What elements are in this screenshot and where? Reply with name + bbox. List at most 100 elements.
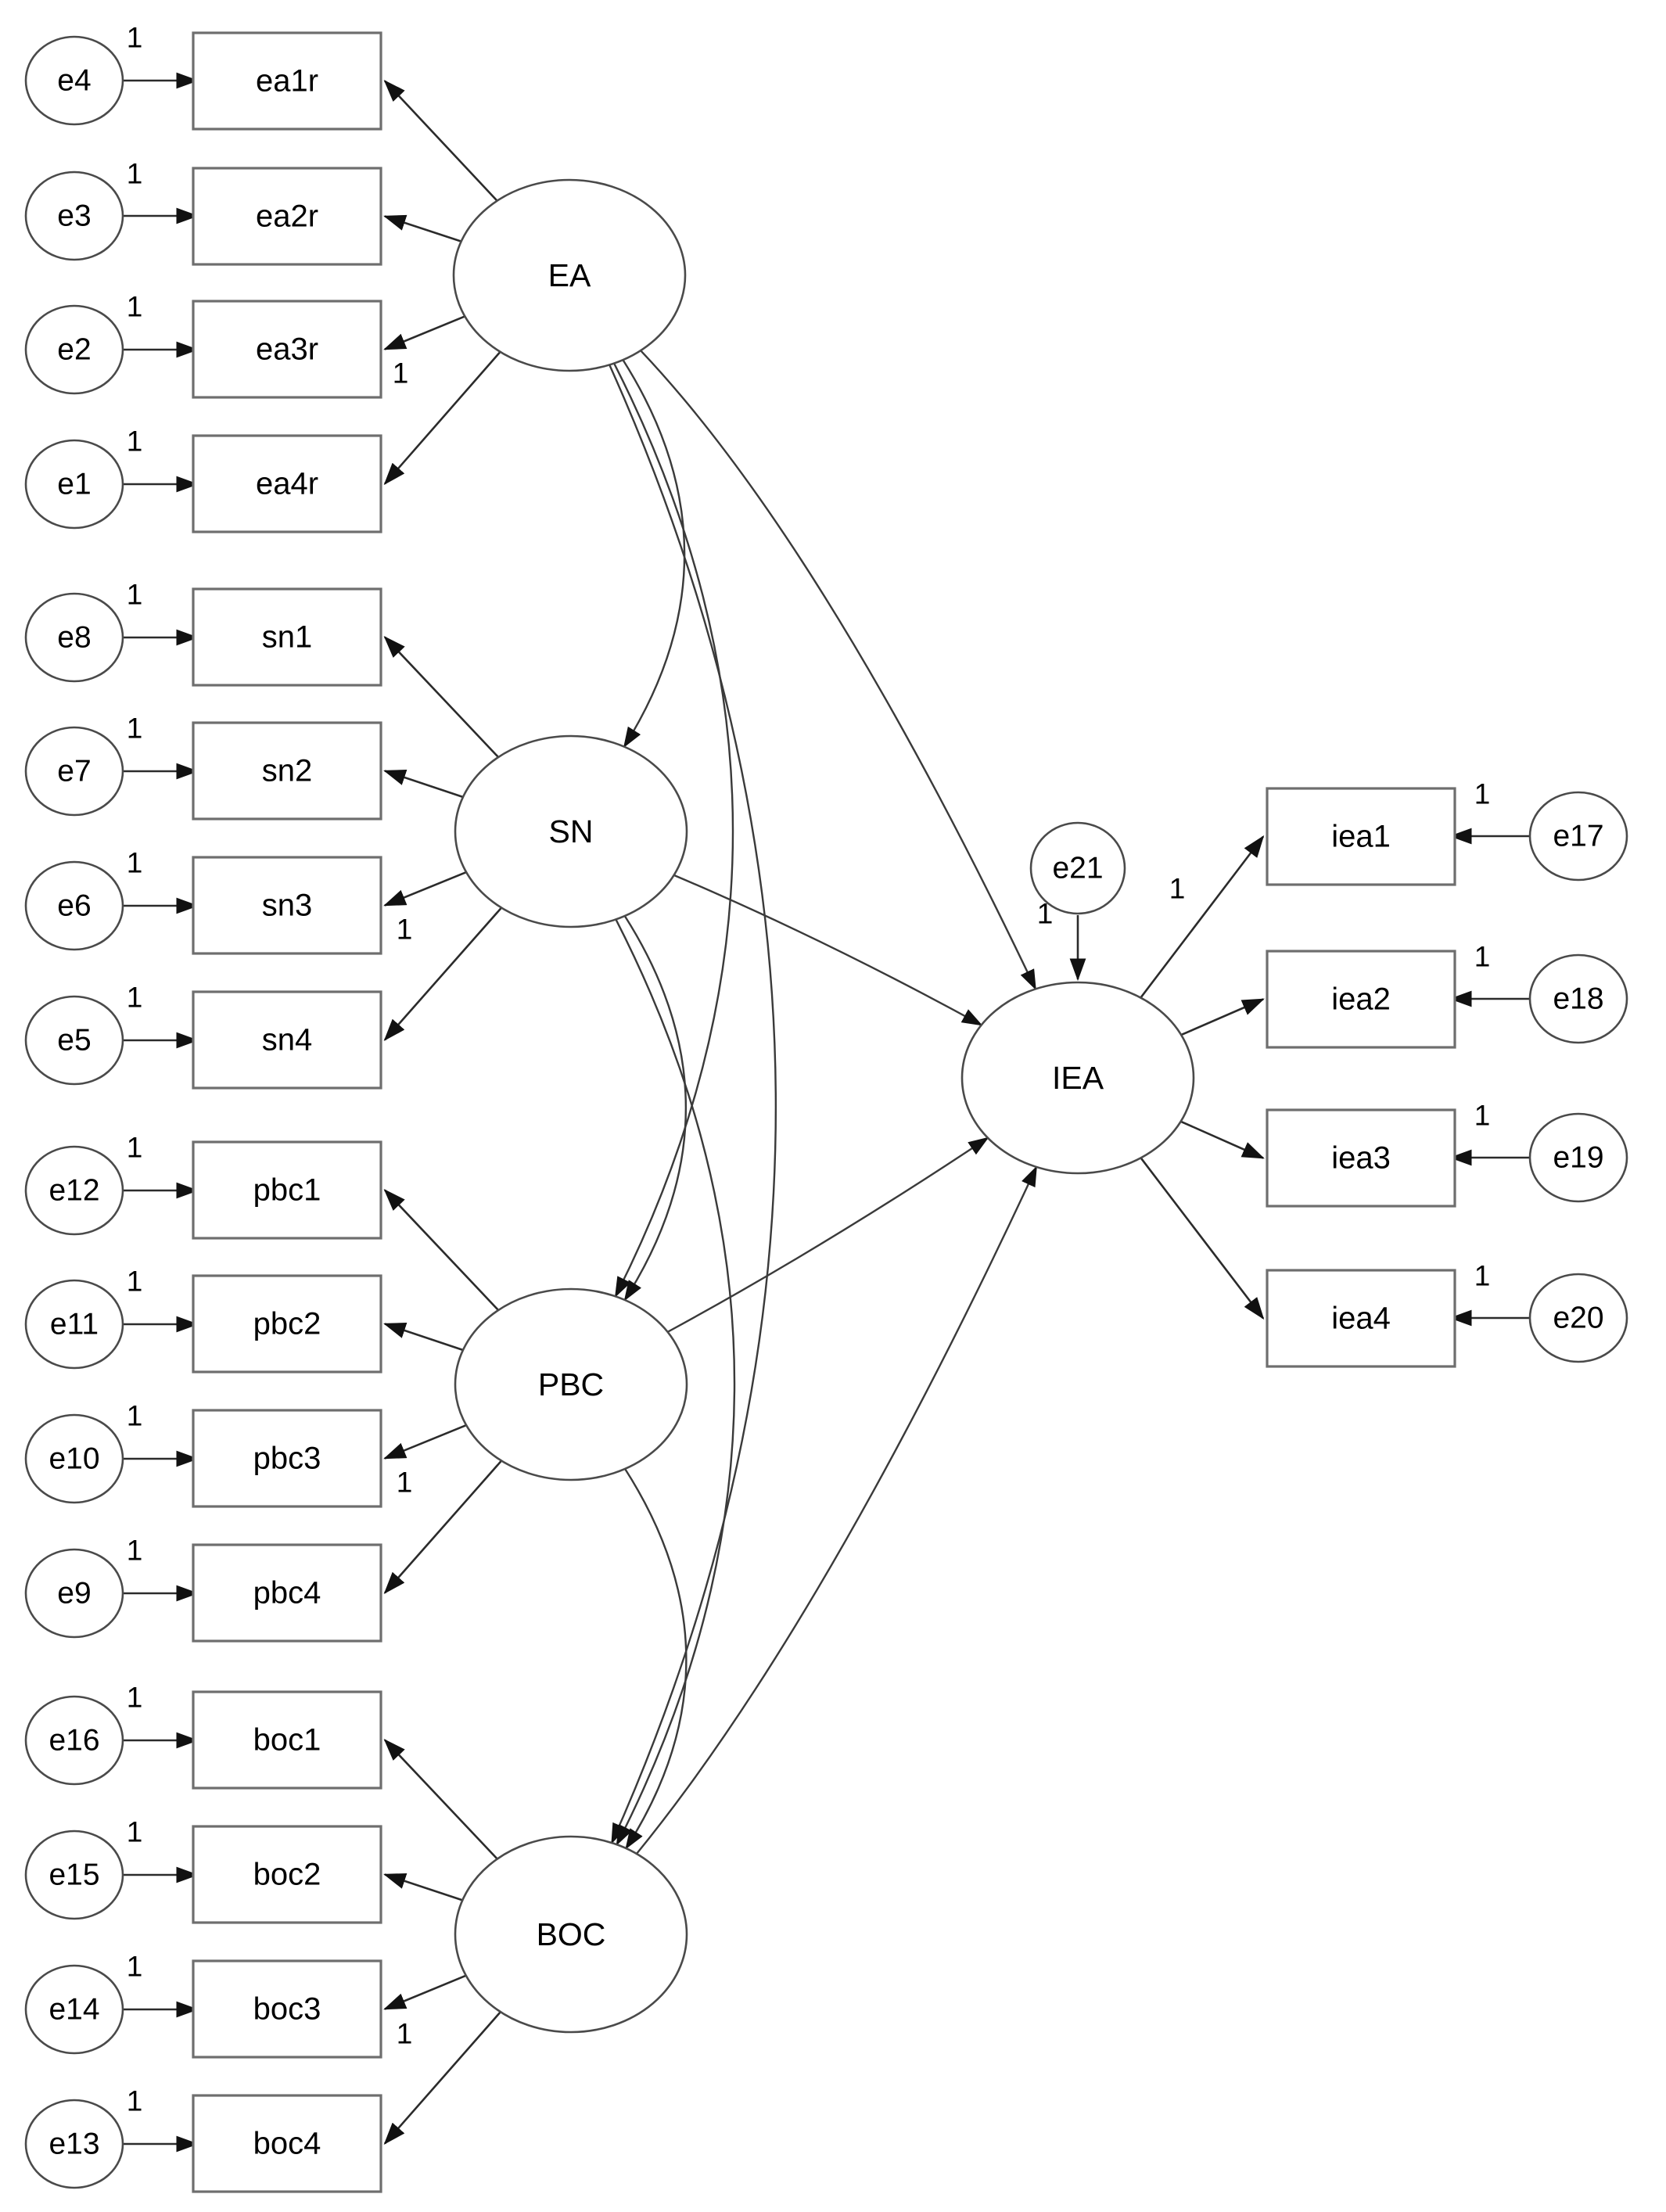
error-node-e3 — [24, 171, 124, 261]
error-label-e17: e17 — [1553, 820, 1603, 853]
marker-one-PBC: 1 — [397, 1467, 413, 1499]
indicator-label-boc4: boc4 — [253, 2127, 321, 2161]
indicator-box-pbc4[interactable] — [192, 1543, 382, 1643]
marker-one-IEA: 1 — [1169, 873, 1186, 905]
latent-label-PBC: PBC — [538, 1366, 604, 1402]
indicator-label-pbc3: pbc3 — [253, 1442, 321, 1476]
covariance-SN-PBC — [608, 896, 688, 1302]
error-label-e3: e3 — [57, 199, 91, 233]
error-node-e15 — [24, 1830, 124, 1920]
structural-path-BOC-to-IEA — [635, 1165, 1038, 1855]
fixed-one-e12: 1 — [127, 1132, 143, 1164]
indicator-box-ea3r[interactable] — [192, 300, 382, 399]
structural-path-SN-to-IEA — [673, 874, 983, 1026]
loading-BOC-to-boc4 — [383, 2011, 501, 2146]
latent-factor-PBC[interactable] — [454, 1287, 688, 1481]
latent-factor-IEA[interactable] — [960, 981, 1195, 1175]
fixed-one-e20: 1 — [1474, 1260, 1491, 1292]
disturbance-node-e21 — [1029, 821, 1126, 915]
structural-path-PBC-to-IEA — [667, 1137, 989, 1333]
indicator-box-iea1[interactable] — [1266, 787, 1456, 886]
fixed-one-e21: 1 — [1037, 898, 1054, 930]
indicator-label-sn1: sn1 — [262, 620, 313, 655]
latent-label-SN: SN — [549, 813, 594, 849]
loading-EA-to-ea2r — [383, 214, 462, 242]
indicator-label-pbc1: pbc1 — [253, 1173, 321, 1208]
latent-factor-SN[interactable] — [454, 734, 688, 928]
latent-label-EA: EA — [548, 257, 591, 293]
error-label-e8: e8 — [57, 621, 91, 655]
error-node-e13 — [24, 2099, 124, 2189]
indicator-box-boc3[interactable] — [192, 1959, 382, 2059]
indicator-label-iea4: iea4 — [1331, 1302, 1391, 1336]
error-node-e8 — [24, 592, 124, 683]
covariance-EA-PBC — [598, 343, 734, 1298]
covariance-SN-BOC — [600, 899, 736, 1846]
error-label-e1: e1 — [57, 468, 91, 501]
loading-IEA-to-iea4 — [1140, 1157, 1265, 1320]
loading-IEA-to-iea1 — [1140, 835, 1265, 999]
error-label-e5: e5 — [57, 1024, 91, 1058]
error-label-e19: e19 — [1553, 1141, 1603, 1175]
error-node-e9 — [24, 1548, 124, 1639]
indicator-box-pbc1[interactable] — [192, 1140, 382, 1240]
indicator-box-sn1[interactable] — [192, 587, 382, 687]
indicator-box-ea2r[interactable] — [192, 167, 382, 266]
indicator-box-boc2[interactable] — [192, 1825, 382, 1924]
error-label-e20: e20 — [1553, 1302, 1603, 1335]
indicator-box-boc4[interactable] — [192, 2094, 382, 2193]
error-label-e12: e12 — [48, 1174, 99, 1208]
error-node-e17 — [1528, 791, 1628, 882]
error-node-e19 — [1528, 1112, 1628, 1203]
fixed-one-e1: 1 — [127, 426, 143, 458]
indicator-box-ea1r[interactable] — [192, 31, 382, 131]
indicator-box-iea3[interactable] — [1266, 1108, 1456, 1208]
fixed-one-e5: 1 — [127, 982, 143, 1014]
indicator-label-pbc2: pbc2 — [253, 1307, 321, 1341]
fixed-one-e13: 1 — [127, 2085, 143, 2117]
covariance-EA-BOC — [594, 344, 777, 1844]
error-node-e11 — [24, 1279, 124, 1370]
loading-PBC-to-pbc3 — [383, 1424, 467, 1460]
edges-layer — [123, 72, 1530, 2153]
error-label-e2: e2 — [57, 333, 91, 367]
fixed-one-e14: 1 — [127, 1951, 143, 1983]
nodes-layer — [24, 31, 1628, 2193]
indicator-label-sn3: sn3 — [262, 889, 313, 923]
error-label-e10: e10 — [48, 1442, 99, 1476]
indicator-box-pbc2[interactable] — [192, 1274, 382, 1374]
indicator-label-ea3r: ea3r — [256, 332, 318, 367]
error-node-e2 — [24, 304, 124, 395]
marker-one-SN: 1 — [397, 914, 413, 946]
indicator-label-pbc4: pbc4 — [253, 1576, 321, 1611]
latent-factor-EA[interactable] — [452, 178, 687, 372]
latent-label-BOC: BOC — [537, 1916, 606, 1952]
fixed-one-e10: 1 — [127, 1400, 143, 1432]
loading-IEA-to-iea3 — [1180, 1120, 1265, 1159]
error-label-e7: e7 — [57, 755, 91, 788]
indicator-box-sn4[interactable] — [192, 990, 382, 1090]
error-label-e4: e4 — [57, 64, 91, 98]
disturbance-label-e21: e21 — [1052, 852, 1103, 885]
error-label-e15: e15 — [48, 1858, 99, 1892]
indicator-box-ea4r[interactable] — [192, 434, 382, 533]
latent-label-IEA: IEA — [1052, 1060, 1104, 1096]
latent-factor-BOC[interactable] — [454, 1835, 688, 2034]
fixed-one-e19: 1 — [1474, 1100, 1491, 1132]
error-node-e7 — [24, 726, 124, 817]
marker-one-EA: 1 — [393, 357, 409, 390]
fixed-one-e18: 1 — [1474, 941, 1491, 973]
indicator-label-iea1: iea1 — [1331, 820, 1391, 854]
loading-IEA-to-iea2 — [1180, 998, 1265, 1036]
indicator-box-sn2[interactable] — [192, 721, 382, 821]
error-label-e14: e14 — [48, 1993, 99, 2027]
loading-EA-to-ea1r — [383, 79, 498, 202]
indicator-box-iea2[interactable] — [1266, 950, 1456, 1049]
indicator-box-sn3[interactable] — [192, 856, 382, 955]
indicator-box-boc1[interactable] — [192, 1690, 382, 1790]
error-node-e14 — [24, 1964, 124, 2055]
indicator-box-pbc3[interactable] — [192, 1409, 382, 1508]
indicator-box-iea4[interactable] — [1266, 1269, 1456, 1368]
